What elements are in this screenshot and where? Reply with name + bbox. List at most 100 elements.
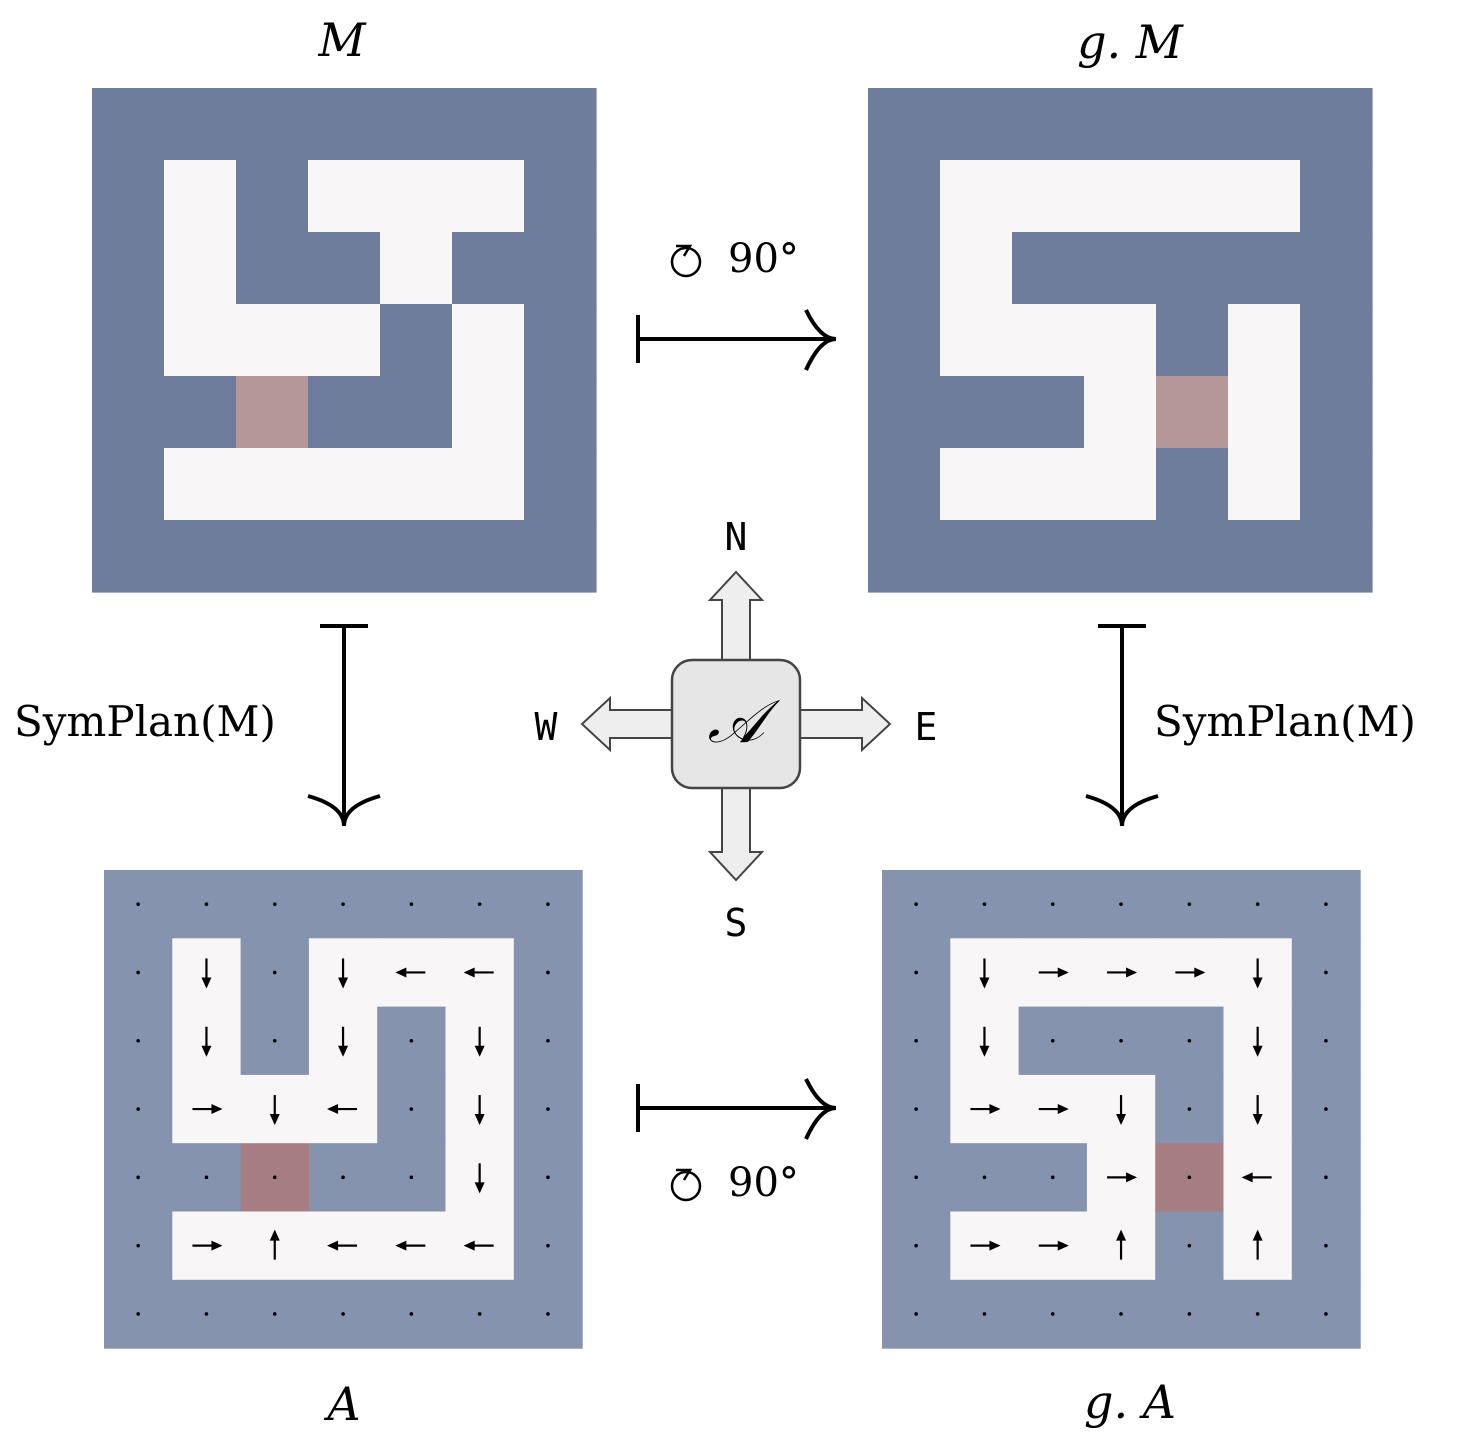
state-dot — [546, 1175, 550, 1180]
state-dot — [1255, 902, 1260, 906]
symplan-label-right: SymPlan(M) — [1154, 697, 1416, 746]
state-dot — [1255, 1312, 1260, 1316]
state-dot — [204, 1175, 209, 1180]
wall-cell — [1012, 376, 1085, 449]
wall-cell — [524, 376, 597, 449]
free-cell — [380, 232, 453, 305]
wall-cell — [1300, 448, 1373, 521]
state-dot — [546, 902, 550, 906]
free-cell — [1012, 160, 1085, 233]
state-dot — [1119, 902, 1123, 906]
state-dot — [1187, 1175, 1192, 1180]
free-cell — [940, 448, 1013, 521]
label-gM: g. M — [1077, 15, 1185, 69]
free-cell — [164, 232, 237, 305]
west-arrow-icon — [580, 695, 673, 753]
policy-arrow-icon — [1116, 1229, 1127, 1260]
state-dot — [982, 902, 987, 906]
maze-M — [92, 88, 597, 593]
free-cell — [1228, 448, 1301, 521]
state-dot — [914, 970, 918, 975]
state-dot — [1187, 1243, 1192, 1248]
wall-cell — [524, 520, 597, 593]
wall-cell — [1156, 520, 1229, 593]
wall-cell — [92, 160, 165, 233]
label-A: A — [323, 1377, 360, 1431]
wall-cell — [92, 232, 165, 305]
state-dot — [1324, 1107, 1328, 1111]
state-dot — [409, 1175, 414, 1180]
wall-cell — [164, 376, 237, 449]
state-dot — [1324, 1038, 1328, 1043]
wall-cell — [380, 88, 453, 161]
policy-arrow-icon — [970, 1104, 1001, 1115]
compass-north: N — [725, 515, 748, 559]
wall-cell — [164, 88, 237, 161]
south-arrow-icon — [707, 787, 765, 882]
state-dot — [546, 970, 550, 975]
symplan-label-left: SymPlan(M) — [14, 697, 276, 746]
free-cell — [308, 304, 381, 377]
state-dot — [477, 902, 482, 906]
compass-east: E — [915, 705, 938, 749]
wall-cell — [452, 88, 525, 161]
wall-cell — [868, 304, 941, 377]
wall-cell — [1228, 88, 1301, 161]
wall-cell — [380, 520, 453, 593]
policy-arrow-icon — [1038, 967, 1069, 978]
north-arrow-icon — [707, 570, 765, 661]
free-cell — [164, 160, 237, 233]
wall-cell — [308, 520, 381, 593]
state-dot — [204, 902, 209, 906]
state-dot — [914, 1243, 918, 1248]
free-cell — [1084, 448, 1157, 521]
free-cell — [164, 448, 237, 521]
wall-cell — [452, 232, 525, 305]
policy-arrow-icon — [395, 967, 426, 978]
wall-cell — [524, 448, 597, 521]
wall-cell — [92, 88, 165, 161]
wall-cell — [236, 520, 309, 593]
policy-arrow-icon — [463, 1240, 494, 1251]
state-dot — [477, 1312, 482, 1316]
policy-arrow-icon — [463, 967, 494, 978]
wall-cell — [1084, 232, 1157, 305]
wall-cell — [236, 160, 309, 233]
free-cell — [1228, 160, 1301, 233]
policy-arrow-icon — [474, 1026, 485, 1057]
state-dot — [204, 1312, 209, 1316]
policy-arrow-icon — [1107, 967, 1138, 978]
policy-arrow-icon — [1038, 1240, 1069, 1251]
compass-south: S — [725, 901, 748, 945]
wall-cell — [1012, 520, 1085, 593]
wall-cell — [92, 376, 165, 449]
free-cell — [1012, 304, 1085, 377]
maze-gM — [868, 88, 1373, 593]
wall-cell — [940, 88, 1013, 161]
state-dot — [1119, 1038, 1123, 1043]
policy-arrow-icon — [395, 1240, 426, 1251]
state-dot — [914, 1107, 918, 1111]
policy-arrow-icon — [979, 958, 990, 989]
wall-cell — [1300, 304, 1373, 377]
free-cell — [308, 448, 381, 521]
policy-arrow-icon — [474, 1095, 485, 1126]
state-dot — [136, 1175, 140, 1180]
state-dot — [409, 1312, 414, 1316]
wall-cell — [1228, 520, 1301, 593]
state-dot — [1187, 1312, 1192, 1316]
free-cell — [308, 160, 381, 233]
wall-cell — [868, 520, 941, 593]
wall-cell — [1156, 232, 1229, 305]
wall-cell — [1012, 232, 1085, 305]
policy-arrow-icon — [201, 958, 212, 989]
policy-arrow-icon — [970, 1240, 1001, 1251]
state-dot — [914, 1038, 918, 1043]
state-dot — [272, 1175, 277, 1180]
wall-cell — [1300, 376, 1373, 449]
free-cell — [1084, 376, 1157, 449]
policy-arrow-icon — [1241, 1172, 1272, 1183]
wall-cell — [92, 448, 165, 521]
free-cell — [236, 448, 309, 521]
state-dot — [272, 1038, 277, 1043]
